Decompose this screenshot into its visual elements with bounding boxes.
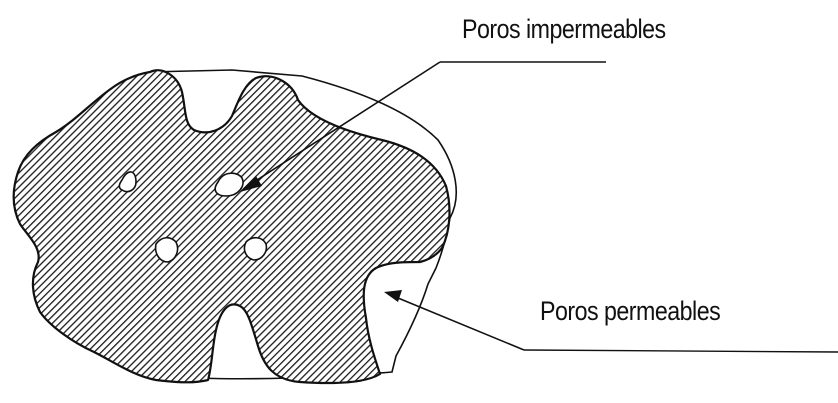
impermeable-pore-3	[156, 238, 178, 262]
impermeable-pore-4	[244, 238, 266, 260]
permeable-pores-label: Poros permeables	[540, 296, 720, 327]
impermeable-pores-label: Poros impermeables	[462, 14, 666, 45]
solid-grain	[14, 70, 450, 383]
